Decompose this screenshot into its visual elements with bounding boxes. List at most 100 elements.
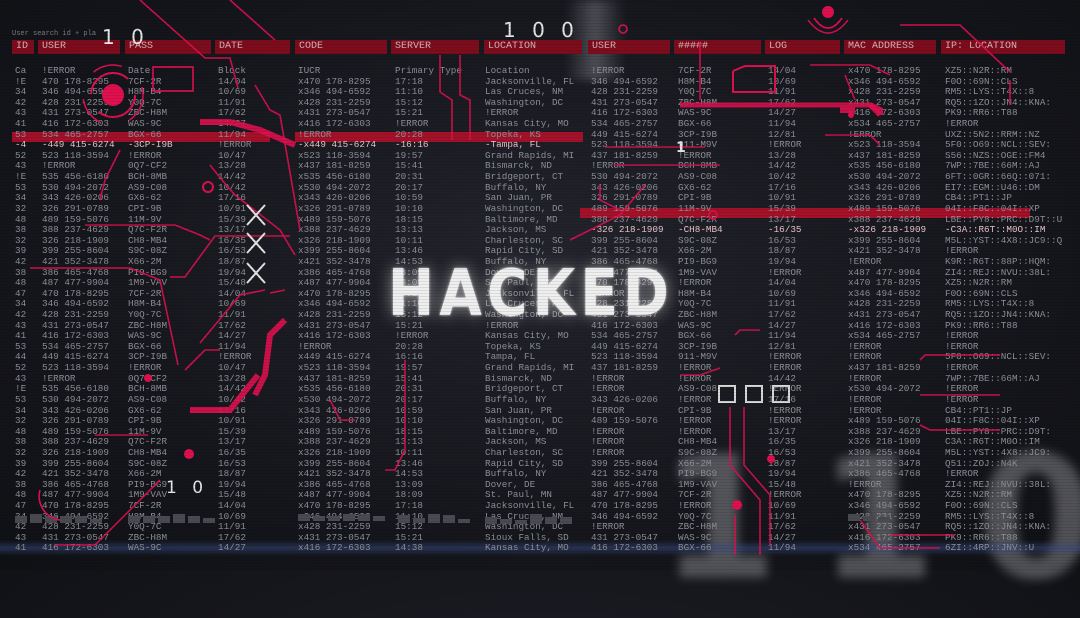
table-cell: WAS-9C <box>128 542 162 554</box>
table-cell: !ERROR <box>591 383 625 395</box>
table-cell: 18/87 <box>768 245 796 257</box>
table-cell: 52 <box>15 149 27 161</box>
table-cell: x421 352-3478 <box>298 255 371 267</box>
table-cell: x346 494-6592 <box>848 499 921 511</box>
table-cell: 43 <box>15 319 27 331</box>
table-cell: 19:57 <box>395 362 423 374</box>
table-cell: 6FT::0GR::66Q::071: <box>945 171 1052 183</box>
table-cell: 7WP::7BE::66M::AJ <box>945 372 1040 384</box>
table-cell: K9R::R6T::88P::HQM: <box>945 255 1052 267</box>
header-log[interactable]: LOG <box>765 40 840 54</box>
table-cell: 534 465-2757 <box>591 330 658 342</box>
circuit-line <box>269 289 286 294</box>
table-cell: 42 <box>15 309 27 321</box>
table-cell: 489 159-5076 <box>591 202 658 214</box>
table-cell: RM5::LYS::T4X::8 <box>945 86 1035 98</box>
header-code[interactable]: CODE <box>295 40 387 54</box>
table-cell: Las Cruces, NM <box>485 510 564 522</box>
header-hash[interactable]: ##### <box>674 40 761 54</box>
table-cell: 530 494-2072 <box>42 393 109 405</box>
table-cell: 487 477-9904 <box>591 266 658 278</box>
table-cell: 38 <box>15 224 27 236</box>
table-cell: WAS-9C <box>128 118 162 130</box>
table-cell: !ERROR <box>591 372 625 384</box>
table-cell: 17/62 <box>218 531 246 543</box>
table-cell: x399 255-8604 <box>298 245 371 257</box>
table-cell: x388 237-4629 <box>848 213 921 225</box>
table-cell: 489 159-5076 <box>42 213 109 225</box>
table-cell: x343 426-0206 <box>848 181 921 193</box>
table-cell: x386 465-4768 <box>848 468 921 480</box>
table-cell: x431 273-0547 <box>848 309 921 321</box>
table-cell: BGX-66 <box>128 128 162 140</box>
table-cell: !ERROR <box>945 118 979 130</box>
table-cell: RQ5::1ZO::JN4::KNA: <box>945 521 1052 533</box>
table-cell: Buffalo, NY <box>485 255 547 267</box>
table-cell: !E <box>15 75 27 87</box>
table-cell: 343 426-0206 <box>591 393 658 405</box>
table-cell: 48 <box>15 213 27 225</box>
table-cell: !ERROR <box>395 118 429 130</box>
table-cell: 17/16 <box>768 393 796 405</box>
header-date[interactable]: DATE <box>215 40 290 54</box>
table-cell: 911-M9V <box>678 351 718 363</box>
table-cell: IUCR <box>298 65 321 76</box>
table-cell: 15:41 <box>395 372 423 384</box>
table-cell: XZ5::N2R::RM <box>945 277 1012 289</box>
table-cell: 14/04 <box>768 277 796 289</box>
table-cell: x437 181-8259 <box>848 149 921 161</box>
table-cell: 34 <box>15 86 27 98</box>
table-cell: S56::NZS::OGE::FM4 <box>945 149 1046 161</box>
table-cell: Q7C-F2R <box>128 436 168 448</box>
table-cell: Baltimore, MD <box>485 213 558 225</box>
table-cell: 399 255-8604 <box>42 245 109 257</box>
table-cell: 1M9-VAV <box>678 478 718 490</box>
table-cell: Charleston, SC <box>485 446 564 458</box>
table-cell: AS9-C08 <box>678 383 718 395</box>
header-user[interactable]: USER <box>38 40 120 54</box>
table-cell: CPI-9B <box>128 415 162 427</box>
table-cell: !ERROR <box>42 372 76 384</box>
table-cell: 421 352-3478 <box>591 468 658 480</box>
table-cell: 15/48 <box>218 489 246 501</box>
table-cell: !ERROR <box>678 372 712 384</box>
table-cell: 416 172-6303 <box>42 542 109 554</box>
table-cell: 13/17 <box>768 425 796 437</box>
table-cell: !ERROR <box>298 128 332 140</box>
table-cell: 343 426-0206 <box>42 192 109 204</box>
table-cell: C3A::R6T::M0O::IM <box>945 436 1040 448</box>
table-cell: 13:13 <box>395 224 423 236</box>
table-cell: 14/42 <box>768 372 796 384</box>
table-cell: S9C-08Z <box>678 234 718 246</box>
table-cell: x487 477-9904 <box>298 489 371 501</box>
header-ip-location[interactable]: IP: LOCATION <box>941 40 1065 54</box>
table-cell: 19/94 <box>768 468 796 480</box>
status-box <box>745 385 763 403</box>
header-mac-address[interactable]: MAC ADDRESS <box>844 40 936 54</box>
table-cell: 10/91 <box>768 192 796 204</box>
table-cell: S9C-08Z <box>128 457 168 469</box>
table-cell: x388 237-4629 <box>848 425 921 437</box>
table-cell: 0Q7-CF2 <box>128 160 168 172</box>
table-cell: Bridgeport, CT <box>485 383 564 395</box>
table-cell: 16/35 <box>768 436 796 448</box>
table-cell: 15:12 <box>395 309 423 321</box>
signal-wave <box>813 17 843 29</box>
header-user-2[interactable]: USER <box>588 40 670 54</box>
table-cell: 17:18 <box>395 499 423 511</box>
table-cell: x470 178-8295 <box>298 499 371 511</box>
table-cell: 15:12 <box>395 96 423 108</box>
table-cell: 399 255-8604 <box>591 457 658 469</box>
header-server[interactable]: SERVER <box>391 40 479 54</box>
table-cell: 326 218-1909 <box>42 446 109 458</box>
table-cell: Las Cruces, NM <box>485 86 564 98</box>
table-cell: 13/17 <box>218 436 246 448</box>
hacked-headline: HACKED <box>388 257 674 331</box>
table-cell: 41 <box>15 330 27 342</box>
table-cell: x437 181-8259 <box>298 372 371 384</box>
header-location[interactable]: LOCATION <box>484 40 582 54</box>
table-cell: Buffalo, NY <box>485 393 547 405</box>
table-cell: 11/91 <box>768 298 796 310</box>
header-id[interactable]: ID <box>12 40 34 54</box>
